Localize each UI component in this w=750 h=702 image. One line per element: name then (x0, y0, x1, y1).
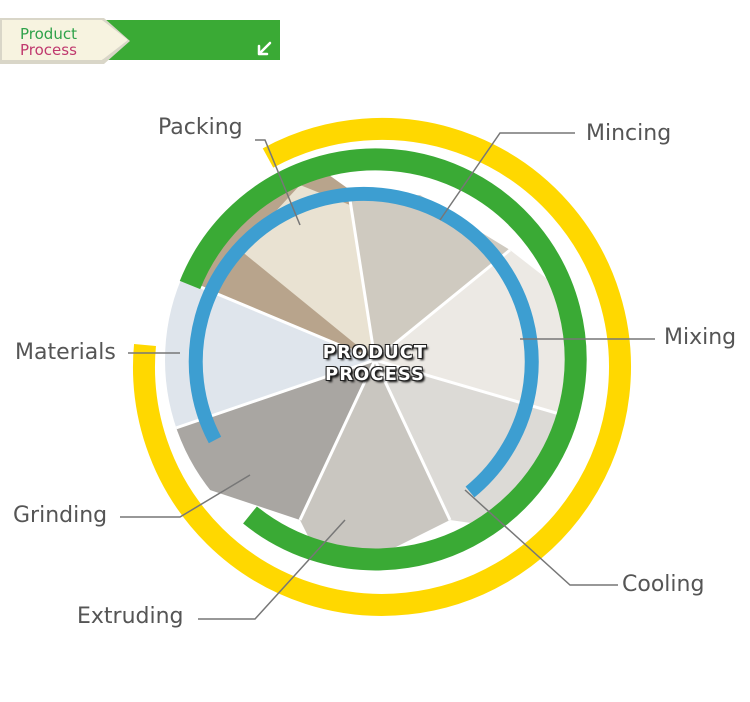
leader-lines (120, 132, 655, 620)
wedge-packing-boxes (240, 185, 375, 360)
arrow-down-left-icon (257, 41, 272, 56)
label-mincing: Mincing (586, 121, 672, 146)
label-packing: Packing (158, 115, 243, 140)
header-tab (2, 20, 128, 60)
leader-mincing (439, 132, 575, 221)
label-cooling: Cooling (622, 572, 705, 597)
label-mixing: Mixing (664, 325, 737, 350)
blue-ring (188, 186, 539, 498)
header-title-line1: Product (20, 25, 77, 43)
label-extruding: Extruding (77, 604, 184, 629)
leader-packing (255, 139, 301, 226)
yellow-ring (133, 117, 631, 616)
center-title: PRODUCT PROCESS (300, 342, 450, 386)
center-title-line1: PRODUCT (322, 342, 428, 363)
leader-cooling (464, 489, 618, 586)
section-header: Product Process (0, 18, 282, 64)
green-ring (179, 148, 587, 571)
center-title-line2: PROCESS (325, 364, 425, 385)
leader-extruding (198, 519, 346, 620)
header-title-line2: Process (20, 41, 77, 59)
wedge-extruding-photo (300, 360, 450, 570)
label-grinding: Grinding (13, 503, 108, 528)
label-materials: Materials (15, 340, 116, 365)
leader-grinding (120, 474, 251, 518)
wedge-mixing-photo (375, 250, 585, 420)
